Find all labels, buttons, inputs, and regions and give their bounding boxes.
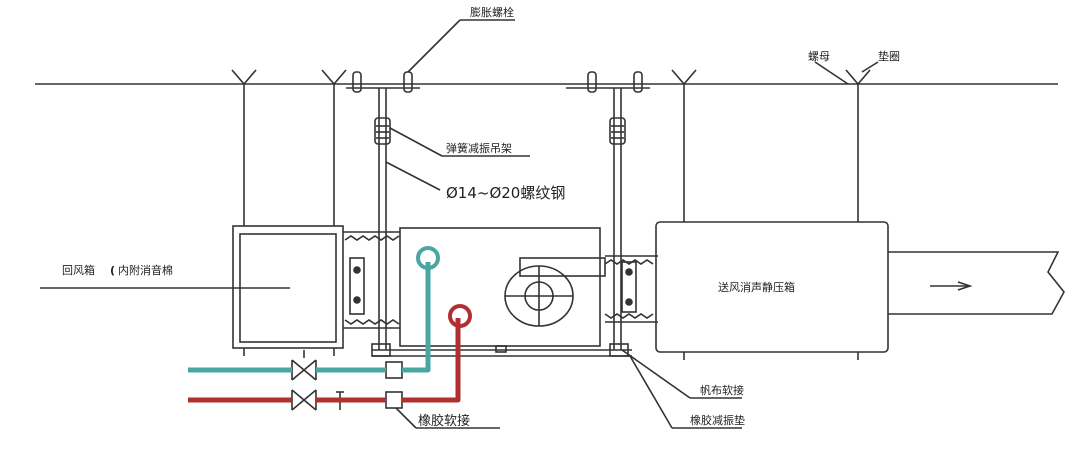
label-rubber-pad: 橡胶减振垫: [690, 413, 745, 427]
label-supply-box: 送风消声静压箱: [718, 280, 795, 294]
label-expansion-bolt: 膨胀螺栓: [470, 5, 514, 19]
label-return-air-note: 内附消音棉: [118, 263, 173, 277]
label-spring-hanger: 弹簧减振吊架: [446, 141, 512, 155]
outlet-duct: [888, 251, 1065, 315]
label-return-air-box: 回风箱: [62, 263, 95, 277]
ceiling-anchor: [671, 69, 697, 86]
return-pipe-connection: [448, 304, 472, 328]
ceiling-anchor: [231, 69, 257, 86]
ceiling-anchor: [845, 69, 871, 86]
label-threaded-rod: Ø14~Ø20螺纹钢: [446, 184, 565, 202]
return-air-box: [232, 225, 344, 349]
spring-hanger-left: [374, 117, 391, 145]
label-canvas-joint: 帆布软接: [700, 383, 744, 397]
spring-hanger-right: [609, 117, 626, 145]
supply-water-pipe: [188, 262, 431, 373]
supply-muffler-box: [655, 221, 889, 353]
return-water-pipe: [188, 318, 461, 403]
svg-text:(: (: [110, 264, 115, 277]
label-rubber-joint: 橡胶软接: [418, 413, 470, 429]
label-nut: 螺母: [808, 50, 830, 63]
supply-pipe-connection: [416, 246, 440, 270]
ceiling-anchor: [321, 69, 347, 86]
label-washer: 垫圈: [878, 49, 900, 63]
